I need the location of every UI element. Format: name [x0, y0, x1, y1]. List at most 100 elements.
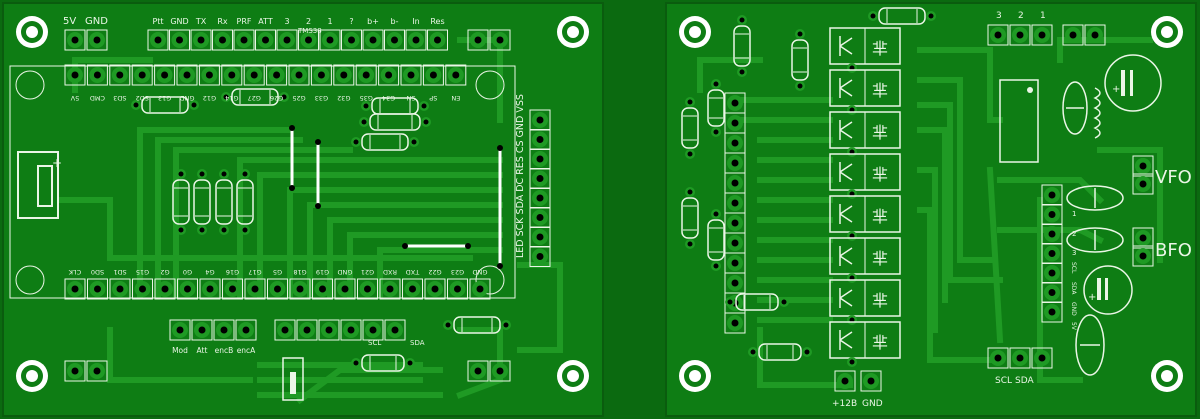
resistor	[681, 97, 699, 159]
esp32-lower-pin-label: SD0	[91, 268, 104, 276]
header-pin	[447, 278, 468, 300]
esp32-upper-pin-label: G35	[360, 94, 373, 102]
header-pin	[132, 278, 153, 300]
header-pin	[255, 29, 276, 51]
header-pin	[724, 112, 746, 134]
label-sda: SDA	[410, 339, 425, 347]
header-pin	[469, 278, 491, 300]
top-header-label: 1	[327, 17, 332, 26]
header-pin	[384, 29, 405, 51]
svg-text:芈: 芈	[872, 333, 888, 352]
header-pin	[1132, 245, 1154, 267]
header-pin	[154, 64, 176, 86]
header-pin	[298, 29, 319, 51]
header-pin	[310, 64, 332, 86]
esp32-upper-pin-label: G14	[225, 94, 238, 102]
resistor	[221, 88, 289, 106]
esp32-lower-pin-label: G19	[316, 268, 329, 276]
esp32-upper-pin-label: GND	[180, 94, 195, 102]
encoder-label: encA	[237, 346, 256, 355]
header-pin	[1041, 184, 1063, 206]
esp32-upper-pin-label: G26	[270, 94, 283, 102]
esp32-lower-pin-label: G4	[205, 268, 214, 276]
header-pin	[724, 212, 746, 234]
esp32-upper-pin-label: G12	[203, 94, 216, 102]
header-pins	[64, 24, 1154, 392]
encoder-label: encB	[215, 346, 234, 355]
esp32-lower-pin-label: G5	[273, 268, 282, 276]
header-pin	[334, 278, 356, 300]
label-right-sda: SDA	[1015, 376, 1034, 386]
top-header-label: 3	[284, 17, 289, 26]
esp32-lower-pin-label: GND	[473, 268, 488, 276]
header-pin	[357, 278, 378, 300]
encoder-label: Att	[197, 346, 208, 355]
header-pin	[212, 29, 233, 51]
header-pin	[1009, 24, 1031, 46]
esp32-corner-hole	[475, 70, 505, 100]
resistor	[361, 97, 429, 115]
header-pin	[384, 319, 406, 341]
header-pin	[274, 319, 296, 341]
label-right-scl: SCL	[995, 376, 1012, 386]
small-label-sda: SDA	[1070, 282, 1077, 295]
label-power-gnd: GND	[862, 399, 883, 409]
usb-plus-mark: +	[52, 156, 62, 170]
header-pin	[402, 278, 423, 300]
header-pin	[296, 319, 318, 341]
header-pin	[86, 360, 108, 382]
header-pin	[333, 64, 355, 86]
jumper-wires	[290, 128, 502, 266]
header-pin	[169, 29, 190, 51]
electrolytic-capacitors: + +	[1083, 54, 1162, 315]
header-pin	[1041, 282, 1063, 303]
small-label-1: 1	[1072, 210, 1076, 218]
esp32-upper-pin-label: SD2	[136, 94, 149, 102]
header-pin	[362, 29, 384, 51]
left-board-labels: 5V GND TMS38 LED SCK SDA DC RES CS GND V…	[63, 16, 526, 347]
header-pin	[288, 64, 310, 86]
header-pin	[233, 29, 255, 51]
esp32-upper-pin-label: CMD	[90, 94, 105, 102]
small-label-5v: 5V	[1070, 322, 1077, 331]
top-header-label: ?	[349, 17, 353, 26]
esp32-lower-pin-label: G21	[361, 268, 374, 276]
esp32-lower-pin-label: G17	[248, 268, 261, 276]
top-header-label: ATT	[258, 17, 273, 26]
usb-connector	[17, 151, 59, 219]
resistors	[131, 7, 936, 372]
right-board-labels: 3 2 1 VFO BFO SCL SDA +12B GND 1 2 3 SCL…	[832, 11, 1192, 409]
esp32-lower-pin-label: G23	[451, 268, 464, 276]
esp32-lower-pin-label: CLK	[68, 268, 81, 276]
header-pin	[1132, 155, 1154, 177]
header-pin	[64, 278, 86, 300]
resistor	[359, 113, 431, 131]
resistor	[733, 15, 751, 77]
svg-text:芈: 芈	[872, 81, 888, 100]
label-5v: 5V	[63, 16, 76, 27]
esp32-upper-pin-label: G25	[292, 94, 305, 102]
header-pin	[1009, 347, 1031, 369]
header-pin	[1062, 24, 1084, 46]
esp32-lower-pin-label: G15	[136, 268, 149, 276]
small-label-2: 2	[1072, 230, 1076, 238]
header-pin	[109, 64, 131, 86]
label-vfo: VFO	[1155, 167, 1192, 188]
header-pin	[405, 29, 427, 51]
header-pin	[177, 278, 198, 300]
esp32-upper-pin-label: EN	[451, 94, 460, 102]
header-pin	[235, 319, 257, 341]
resistor	[172, 169, 190, 235]
esp32-upper-pin-label: SN	[406, 94, 415, 102]
top-header-label: b+	[367, 17, 379, 26]
header-pin	[529, 187, 551, 209]
label-gnd: GND	[85, 16, 108, 27]
label-power: +12B	[832, 399, 857, 409]
header-pin	[64, 29, 86, 51]
header-pin	[87, 278, 108, 300]
header-pin	[1031, 347, 1053, 369]
header-pin	[267, 278, 288, 300]
resistor	[707, 209, 725, 271]
header-pin	[362, 319, 384, 341]
header-pin	[1084, 24, 1106, 46]
